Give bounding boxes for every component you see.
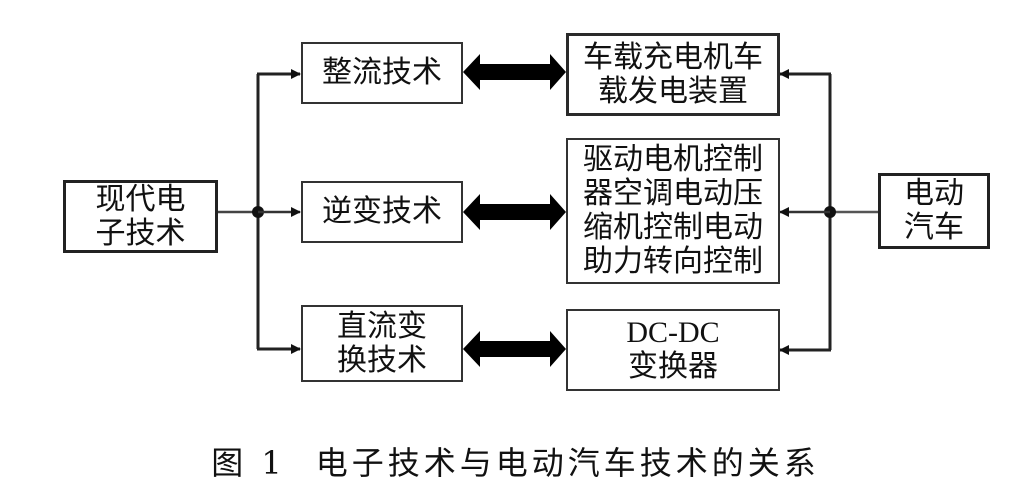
app-box-dcdc-converter: DC-DC 变换器 (566, 309, 780, 391)
app-label-dcdc-line-2: 变换器 (628, 349, 718, 384)
figure-number: 图 1 (211, 444, 286, 482)
double-arrow-row-1 (463, 54, 566, 90)
tech-label-dc-conversion-line-1: 直流变 (337, 308, 427, 344)
tech-label-inversion: 逆变技术 (322, 194, 442, 229)
tech-label-rectification: 整流技术 (322, 55, 442, 90)
source-label-line-1: 现代电 (95, 181, 186, 217)
tech-label-dc-conversion-line-2: 换技术 (337, 342, 427, 378)
app-label-motor-control-line-1: 驱动电机控制 (583, 142, 763, 177)
figure-title: 电子技术与电动汽车技术的关系 (315, 444, 820, 482)
app-label-dcdc-line-1: DC-DC (626, 316, 720, 349)
app-label-motor-control-line-2: 器空调电动压 (583, 176, 763, 211)
app-label-onboard-charger-line-1: 车载充电机车 (583, 39, 763, 75)
source-box-modern-electronics: 现代电 子技术 (63, 180, 218, 253)
tech-box-dc-conversion: 直流变 换技术 (301, 305, 463, 382)
app-box-onboard-charger: 车载充电机车 载发电装置 (566, 33, 780, 116)
target-label-line-1: 电动 (904, 176, 964, 211)
double-arrow-row-2 (463, 194, 566, 230)
source-label-line-2: 子技术 (95, 215, 186, 251)
tech-box-rectification: 整流技术 (301, 42, 463, 104)
figure-caption: 图 1 电子技术与电动汽车技术的关系 (0, 438, 1031, 484)
app-box-motor-control: 驱动电机控制 器空调电动压 缩机控制电动 助力转向控制 (566, 138, 780, 284)
double-arrow-row-3 (463, 331, 566, 367)
target-label-line-2: 汽车 (904, 210, 964, 245)
app-label-onboard-charger-line-2: 载发电装置 (598, 73, 748, 109)
app-label-motor-control-line-3: 缩机控制电动 (583, 210, 763, 245)
app-label-motor-control-line-4: 助力转向控制 (583, 244, 763, 279)
tech-box-inversion: 逆变技术 (301, 181, 463, 243)
target-box-electric-vehicle: 电动 汽车 (878, 173, 990, 249)
